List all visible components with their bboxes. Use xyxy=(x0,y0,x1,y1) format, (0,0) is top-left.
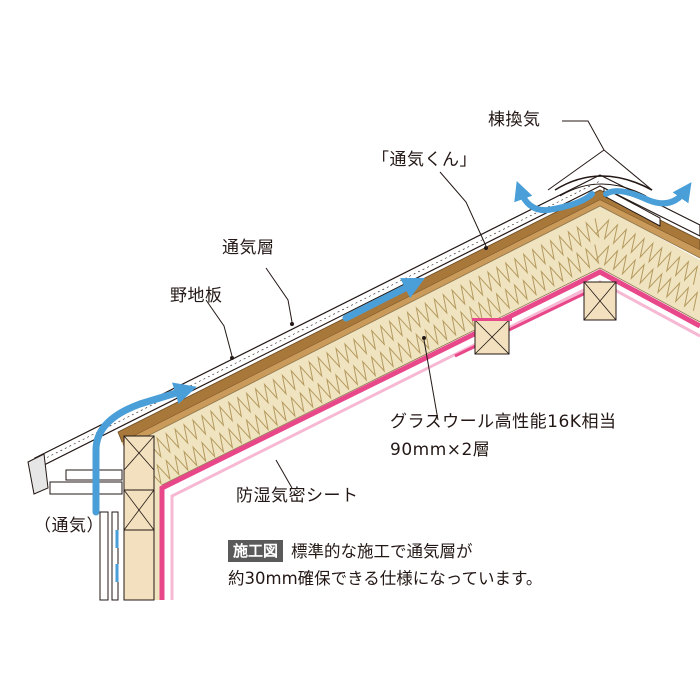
leader-ridge-vent xyxy=(562,120,605,151)
leader-sheathing xyxy=(205,299,233,357)
label-ventilation: （通気） xyxy=(34,516,104,536)
leader-ridge-vent-2 xyxy=(547,149,605,191)
construction-note: 施工図標準的な施工で通気層が 約30mm確保できる仕様になっています。 xyxy=(228,538,688,592)
leader-vapor xyxy=(275,459,293,489)
leader-lines xyxy=(205,120,653,489)
construction-diagram-badge: 施工図 xyxy=(228,540,284,562)
airflow-intake-arrow xyxy=(92,382,197,516)
wool-fiber-line xyxy=(130,218,600,471)
label-ridge-vent: 棟換気 xyxy=(488,110,541,130)
purlin-ridge xyxy=(583,281,617,321)
wall-frame xyxy=(49,435,155,601)
leader-insulation xyxy=(423,339,439,421)
insulation-outline xyxy=(123,205,700,486)
wool-fiber-line xyxy=(147,244,600,489)
airflow-mid-arrow xyxy=(342,277,425,322)
airflow-ridge-right-arrow xyxy=(603,182,692,207)
leader-dots xyxy=(230,246,488,360)
note-line1: 標準的な施工で通気層が xyxy=(291,542,473,561)
leader-tsuki-kun xyxy=(439,171,487,247)
wool-fiber-line xyxy=(595,218,699,285)
label-vapor-barrier: 防湿気密シート xyxy=(236,486,359,506)
label-tsuki-kun: 「通気くん」 xyxy=(372,150,477,170)
wool-fiber-line xyxy=(595,244,699,311)
leader-ridge-vent-3 xyxy=(603,149,653,191)
roofing-sheet xyxy=(27,174,700,495)
airflow-ridge-left-arrow xyxy=(514,180,595,214)
label-air-layer: 通気層 xyxy=(222,238,275,258)
label-sheathing: 野地板 xyxy=(170,286,223,306)
purlin-left xyxy=(472,318,512,355)
airflow-arrows xyxy=(92,180,692,516)
label-insulation-line2: 90mm×2層 xyxy=(390,440,491,460)
note-line2: 約30mm確保できる仕様になっています。 xyxy=(228,569,543,588)
leader-air-layer xyxy=(265,267,293,323)
label-insulation-line1: グラスウール高性能16K相当 xyxy=(390,412,617,432)
